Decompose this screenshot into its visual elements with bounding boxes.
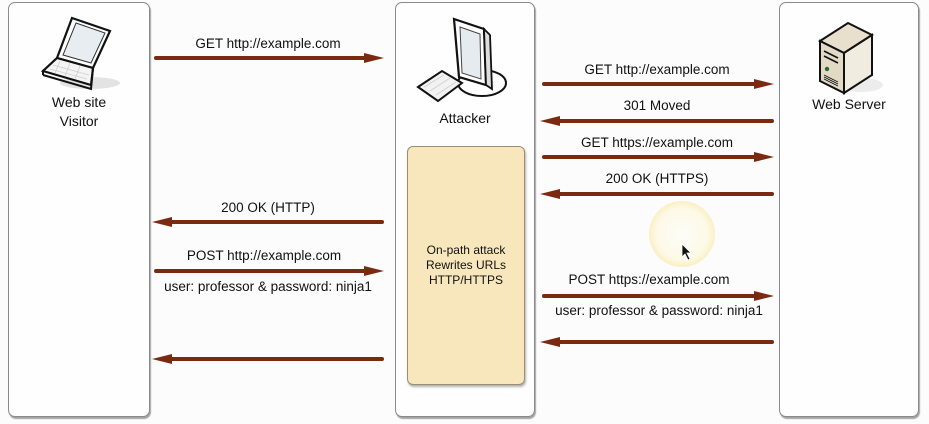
message-label: GET https://example.com [580,135,734,150]
callout-line2: Rewrites URLs [425,258,506,272]
message-label: GET http://example.com [195,36,341,51]
arrow-right [542,152,774,162]
arrow-right [154,53,384,63]
credentials-label: user: professor & password: ninja1 [555,303,763,318]
message-label: 200 OK (HTTP) [221,200,315,215]
visitor-label: Web site Visitor [9,93,149,131]
message-label: POST http://example.com [186,248,342,263]
credentials-label: user: professor & password: ninja1 [164,279,372,294]
callout-line3: HTTP/HTTPS [428,273,503,287]
arrow-left [152,217,384,227]
laptop-icon [40,16,120,91]
visitor-label-line1: Web site [51,94,107,110]
message-label: GET http://example.com [584,62,730,77]
visitor-label-line2: Visitor [59,113,99,129]
arrow-left [152,354,384,364]
arrow-left [540,116,774,126]
attacker-label: Attacker [439,110,491,126]
arrow-left [540,189,774,199]
server-label: Web Server [812,96,886,112]
server-tower-icon [817,21,883,95]
visitor-panel: Web site Visitor [8,2,150,417]
server-panel: Web Server [779,2,919,417]
arrow-right [154,266,384,276]
on-path-attack-callout: On-path attack Rewrites URLs HTTP/HTTPS [407,146,525,385]
callout-line1: On-path attack [426,243,506,257]
arrow-right [542,79,774,89]
message-label: 301 Moved [623,98,691,113]
mouse-pointer-icon [681,243,692,261]
desktop-computer-icon [416,17,507,103]
arrow-left [540,337,774,347]
arrow-right [542,291,774,301]
message-label: POST https://example.com [568,272,730,287]
message-label: 200 OK (HTTPS) [605,171,709,186]
